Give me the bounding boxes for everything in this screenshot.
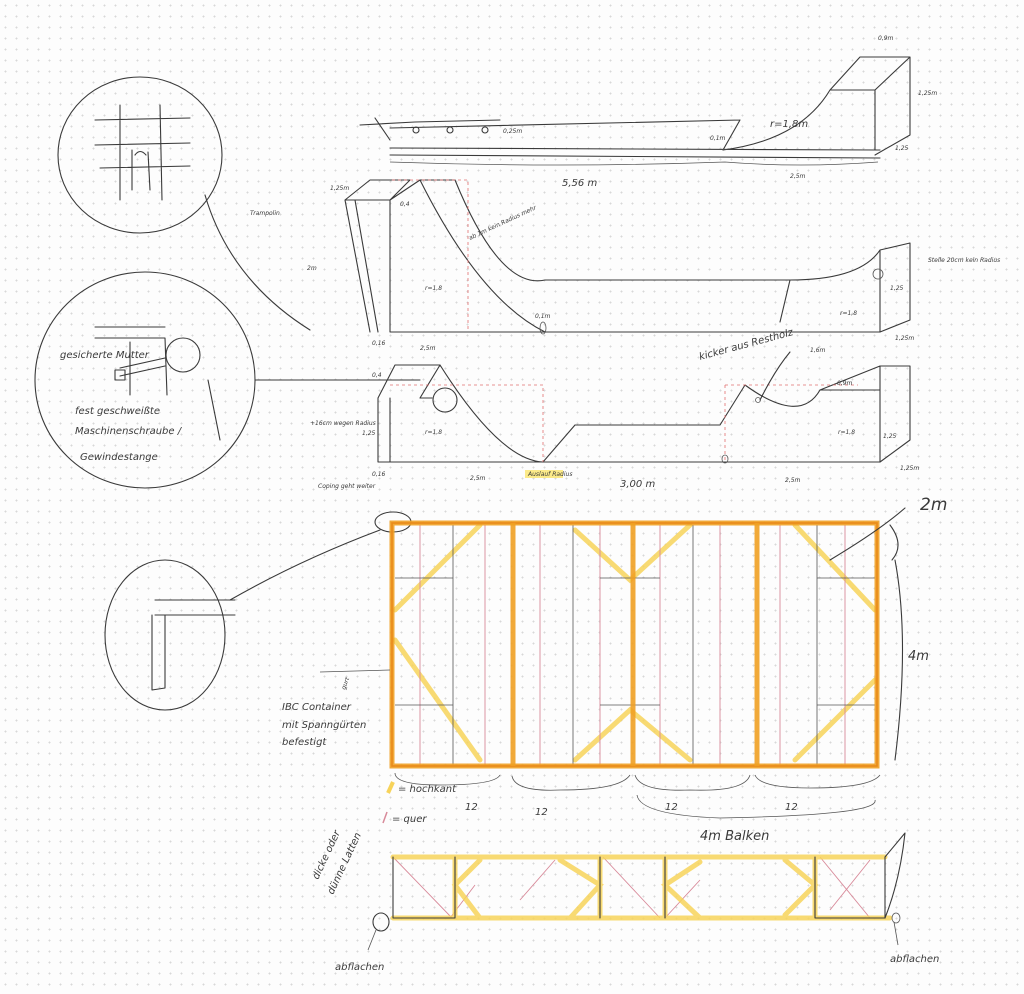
depth-label: 1,25: [895, 145, 909, 152]
top-width-label: 0,9m: [878, 35, 894, 42]
depth-label: 1,25m: [900, 465, 919, 472]
coping-label: Coping geht weiter: [318, 483, 376, 490]
elevation-top: 0,25m 0,1m r=1,8m 5,56 m 2,5m 0,9m 1,25m…: [359, 35, 937, 189]
right-length-label: 1,6m: [810, 347, 826, 354]
count-label: 12: [465, 802, 478, 813]
mid-length-label: 3,00 m: [620, 479, 655, 490]
right-length-label: 2,5m: [785, 477, 801, 484]
bolt-label-2: Maschinenschraube /: [75, 426, 183, 437]
right-height-label: 1,25: [890, 285, 904, 292]
nut-label: gesicherte Mutter: [60, 350, 150, 361]
height-left-label: 1,25: [362, 430, 376, 437]
deck-note-label: ab 1m kein Radius mehr: [468, 204, 538, 242]
plus-note-label: +16cm wegen Radius: [310, 420, 376, 427]
abflachen-right-label: abflachen: [890, 954, 939, 965]
elevation-low: Auslauf Radius kicker aus Restholz r=1,8…: [310, 327, 919, 490]
detail-circle-grid: [57, 76, 311, 331]
deck-depth-label: 1,25m: [330, 185, 349, 192]
count-label: 12: [535, 807, 548, 818]
top-width-label: 0,9m: [837, 380, 853, 387]
legend-hochkant: = hochkant: [398, 784, 457, 795]
elevation-mid: 1,25m 0,4 Trampolin 2m ab 1m kein Radius…: [250, 179, 1000, 354]
offset-label: 0,16: [372, 471, 386, 478]
right-note-label: Stelle 20cm kein Radius: [928, 257, 1000, 264]
ibc-label-1: IBC Container: [282, 702, 352, 713]
right-depth-label: 1,25m: [895, 335, 914, 342]
mark-label: 0,1m: [710, 135, 726, 142]
ibc-label-3: befestigt: [282, 737, 327, 748]
legend-quer: = quer: [392, 814, 427, 825]
offset-label: 0,16: [372, 340, 386, 347]
trampolin-label: Trampolin: [250, 210, 280, 217]
radius-left-label: r=1,8: [425, 429, 442, 436]
height-label: 1,25m: [918, 90, 937, 97]
radius-label: r=1,8m: [770, 119, 808, 130]
height-right-label: 1,25: [883, 433, 897, 440]
ibc-label-2: mit Spanngürten: [282, 720, 366, 731]
radius-right-label: r=1,8: [838, 429, 855, 436]
plan-legend: = hochkant = quer 12 12 12 12 4m Balken: [382, 772, 881, 844]
deck-left-label: 0,4: [372, 372, 382, 379]
count-label: 12: [665, 802, 678, 813]
mark-label: 0,1m: [535, 313, 551, 320]
abflachen-left-label: abflachen: [335, 962, 384, 973]
ramp-length-label: 2,5m: [790, 173, 806, 180]
plan-view: 2m 4m gurt IBC Container mit Spanngürten…: [282, 495, 947, 769]
detail-circle-corner: [104, 511, 412, 711]
deck-mark-label: 0,4: [400, 201, 410, 208]
plan-width-label: 2m: [920, 495, 947, 515]
count-label: 12: [785, 802, 798, 813]
bolt-label-3: Gewindestange: [80, 452, 158, 463]
radius-right-label: r=1,8: [840, 310, 857, 317]
left-length-label: 2,5m: [420, 345, 436, 352]
bolt-label-1: fest geschweißte: [75, 406, 160, 417]
auslauf-label: Auslauf Radius: [527, 471, 572, 478]
flat-length-label: 5,56 m: [562, 178, 597, 189]
radius-left-label: r=1,8: [425, 285, 442, 292]
gurt-label: gurt: [340, 676, 351, 691]
rail-height-label: 0,25m: [503, 128, 522, 135]
beams-label: 4m Balken: [700, 829, 769, 844]
mid-height-label: 2m: [307, 265, 317, 272]
detail-circle-bolt: gesicherte Mutter fest geschweißte Masch…: [34, 271, 421, 489]
side-elevation: dicke oder dünne Latten abflachen abflac…: [311, 828, 940, 973]
left-length-label: 2,5m: [470, 475, 486, 482]
plan-length-label: 4m: [908, 649, 929, 664]
